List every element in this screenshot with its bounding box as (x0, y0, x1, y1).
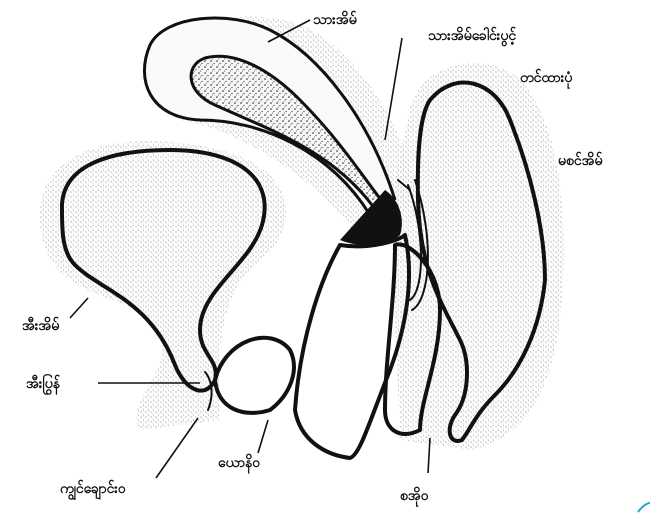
label-urethral-orifice: ကျွင်ချောင်းဝ (60, 480, 127, 500)
label-bladder: သားအိမ် (313, 11, 358, 28)
label-pubic-bone: အီးအိမ် (22, 317, 60, 334)
label-fallopian-tube: သားအိမ်ခေါင်းပွင့် (428, 27, 516, 47)
label-vagina-canal: တင်ထားပုံ (520, 69, 573, 89)
label-uterus: မစင်အိမ် (558, 152, 603, 169)
labia-shape (215, 338, 294, 413)
corner-arc (638, 503, 650, 512)
label-vaginal-opening: ယောနိဝ (218, 454, 261, 474)
label-anus: စအိုဝ (400, 487, 430, 507)
vagina-column (295, 235, 409, 458)
label-urethra-opening: အီးပြွန် (26, 374, 61, 395)
